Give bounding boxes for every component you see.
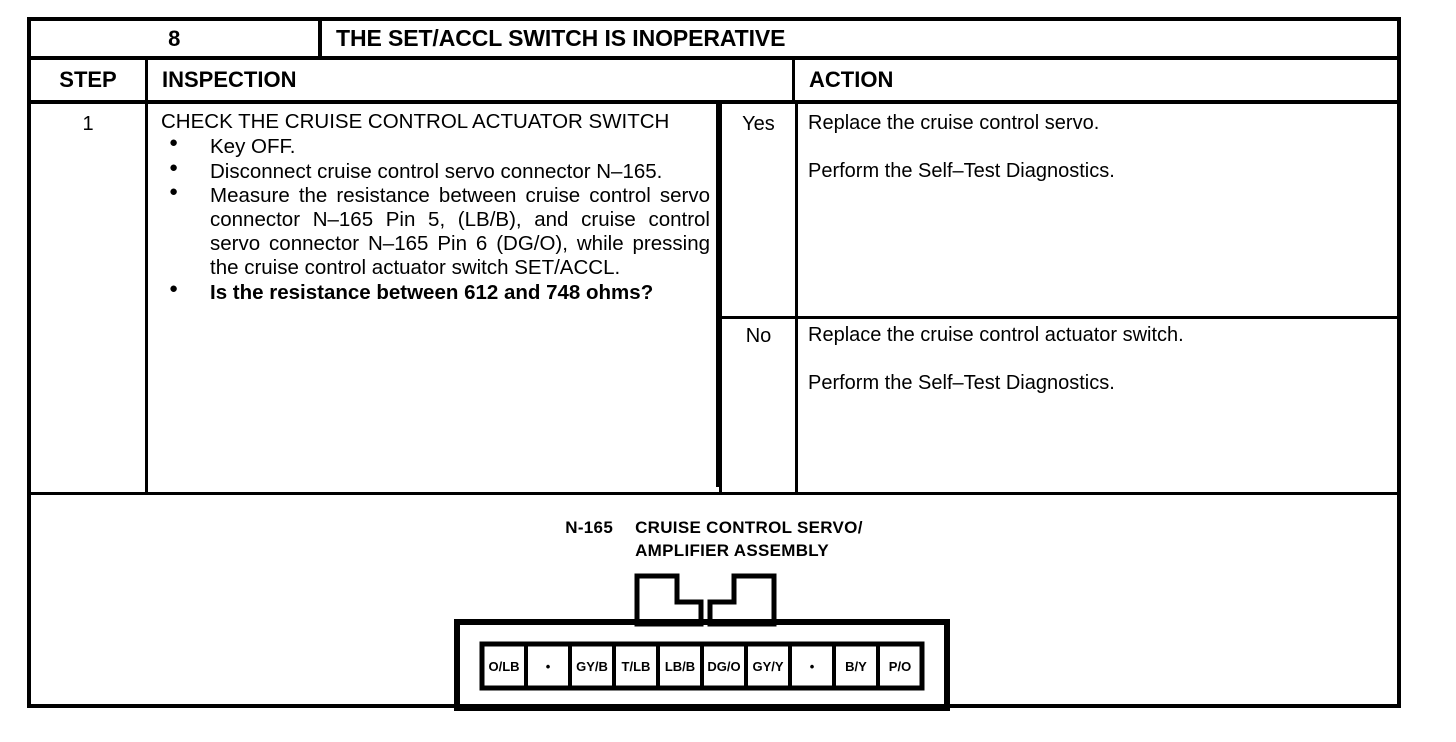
action-primary-text: Replace the cruise control servo. [808, 112, 1100, 134]
pin-label-10: P/O [889, 659, 911, 674]
connector-diagram-section: N-165 CRUISE CONTROL SERVO/ AMPLIFIER AS… [31, 495, 1397, 711]
divider-action-left [795, 104, 798, 492]
outcome-label-no: No [745, 325, 772, 347]
list-item: Key OFF. [161, 134, 710, 159]
inspection-bullet-list: Key OFF. Disconnect cruise control servo… [161, 134, 710, 305]
connector-name-line1: CRUISE CONTROL SERVO/ [635, 518, 863, 537]
inspection-cell: CHECK THE CRUISE CONTROL ACTUATOR SWITCH… [151, 104, 719, 487]
connector-name-line2: AMPLIFIER ASSEMBLY [635, 540, 830, 560]
list-item: Is the resistance between 612 and 748 oh… [161, 280, 710, 305]
pin-label-group: O/LB • GY/B T/LB LB/B DG/O GY/Y • B/Y P/… [488, 659, 911, 674]
bullet-text: Is the resistance between 612 and 748 oh… [210, 280, 654, 304]
divider-yesno-left [719, 104, 722, 492]
pin-label-2: • [546, 659, 551, 674]
table-header-row: STEP INSPECTION ACTION [31, 60, 1397, 104]
list-item: Measure the resistance between cruise co… [161, 183, 710, 279]
action-cell-yes: Replace the cruise control servo. Perfor… [808, 113, 1389, 181]
table-row: 1 CHECK THE CRUISE CONTROL ACTUATOR SWIT… [31, 104, 1397, 495]
pin-separators [524, 644, 880, 688]
test-title-cell: THE SET/ACCL SWITCH IS INOPERATIVE [336, 25, 786, 51]
diagnostic-table: 8 THE SET/ACCL SWITCH IS INOPERATIVE STE… [27, 17, 1401, 711]
column-header-action: ACTION [809, 67, 894, 92]
outcome-label-yes: Yes [742, 113, 775, 135]
connector-id-label: N-165 [565, 518, 614, 537]
bullet-text: Measure the resistance between cruise co… [210, 184, 710, 279]
pin-label-4: T/LB [622, 659, 651, 674]
bullet-text: Disconnect cruise control servo connecto… [210, 159, 663, 183]
connector-pinout-diagram: O/LB • GY/B T/LB LB/B DG/O GY/Y • B/Y P/… [454, 573, 950, 711]
column-header-step: STEP [31, 60, 148, 100]
outcome-label-column: Yes No [722, 104, 795, 492]
action-secondary-text: Perform the Self–Test Diagnostics. [808, 160, 1115, 182]
table-title-row: 8 THE SET/ACCL SWITCH IS INOPERATIVE [31, 21, 1397, 60]
connector-tab-left-icon [634, 573, 704, 627]
column-header-inspection: INSPECTION [151, 60, 795, 100]
pin-label-1: O/LB [488, 659, 519, 674]
test-number-cell: 8 [31, 21, 322, 56]
inspection-title: CHECK THE CRUISE CONTROL ACTUATOR SWITCH [161, 110, 670, 133]
divider-between-outcomes [719, 316, 1397, 319]
pin-label-8: • [810, 659, 815, 674]
step-number-cell: 1 [31, 104, 148, 492]
action-column: Replace the cruise control servo. Perfor… [798, 104, 1397, 492]
list-item: Disconnect cruise control servo connecto… [161, 159, 710, 184]
connector-housing-outline [454, 619, 950, 711]
pin-label-5: LB/B [665, 659, 695, 674]
connector-tab-right-icon [707, 573, 777, 627]
action-secondary-text: Perform the Self–Test Diagnostics. [808, 372, 1115, 394]
connector-caption: N-165 CRUISE CONTROL SERVO/ AMPLIFIER AS… [31, 517, 1397, 563]
pin-label-7: GY/Y [752, 659, 783, 674]
action-cell-no: Replace the cruise control actuator swit… [808, 325, 1389, 393]
bullet-text: Key OFF. [210, 134, 296, 158]
pin-label-3: GY/B [576, 659, 608, 674]
pin-label-6: DG/O [707, 659, 740, 674]
pin-label-9: B/Y [845, 659, 867, 674]
action-primary-text: Replace the cruise control actuator swit… [808, 324, 1184, 346]
